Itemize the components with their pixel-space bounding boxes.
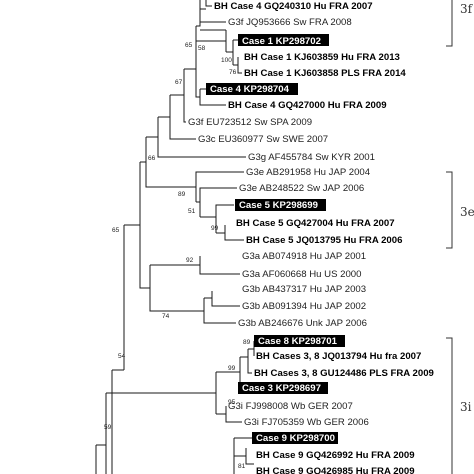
taxon-label: G3a AF060668 Hu US 2000 [242, 269, 361, 280]
bootstrap-value: 58 [198, 45, 206, 52]
bootstrap-value: 99 [211, 225, 219, 232]
taxon-label: BH Cases 3, 8 GU124486 PLS FRA 2009 [254, 368, 434, 379]
taxon-label-highlight: Case 9 KP298700 [256, 433, 335, 444]
bracket-3i [446, 337, 453, 474]
bootstrap-value: 100 [221, 57, 232, 64]
bootstrap-value: 66 [148, 155, 156, 162]
taxon-label: BH Case 9 GQ426992 Hu FRA 2009 [256, 450, 415, 461]
taxon-label-highlight: Case 1 KP298702 [242, 36, 321, 47]
bootstrap-values: 58 65 100 76 67 66 89 51 99 65 92 74 89 … [104, 42, 251, 470]
taxon-label-highlight: Case 5 KP298699 [239, 200, 318, 211]
bootstrap-value: 74 [162, 313, 170, 320]
taxon-label-highlight: Case 4 KP298704 [210, 84, 290, 95]
taxon-labels: BH Case 4 GQ240310 Hu FRA 2007 G3f JQ953… [188, 1, 434, 474]
group-label-3i: 3i [460, 400, 472, 414]
taxon-label: G3i FJ998008 Wb GER 2007 [228, 401, 353, 412]
bootstrap-value: 92 [186, 257, 194, 264]
bootstrap-value: 59 [104, 424, 112, 431]
taxon-label: G3i FJ705359 Wb GER 2006 [244, 417, 369, 428]
taxon-label: BH Case 5 JQ013795 Hu FRA 2006 [246, 235, 402, 246]
taxon-label: G3e AB291958 Hu JAP 2004 [246, 167, 371, 178]
taxon-label: BH Case 4 GQ240310 Hu FRA 2007 [214, 1, 373, 12]
taxon-label: G3c EU360977 Sw SWE 2007 [198, 134, 328, 145]
taxon-label: G3b AB091394 Hu JAP 2002 [242, 301, 366, 312]
bootstrap-value: 67 [175, 79, 183, 86]
taxon-label: BH Cases 3, 8 JQ013794 Hu fra 2007 [256, 351, 421, 362]
group-brackets [446, 0, 453, 474]
bootstrap-value: 76 [229, 69, 237, 76]
bootstrap-value: 65 [185, 42, 193, 49]
bracket-3e [446, 171, 453, 249]
taxon-label: G3f EU723512 Sw SPA 2009 [188, 117, 312, 128]
highlight-boxes [206, 34, 345, 444]
taxon-label: BH Case 1 KJ603858 PLS FRA 2014 [244, 68, 406, 79]
bootstrap-value: 95 [228, 399, 236, 406]
taxon-label-highlight: Case 8 KP298701 [258, 336, 338, 347]
taxon-label: G3b AB437317 Hu JAP 2003 [242, 284, 366, 295]
bootstrap-value: 65 [112, 227, 120, 234]
taxon-label: BH Case 4 GQ427000 Hu FRA 2009 [228, 100, 387, 111]
taxon-label: BH Case 5 GQ427004 Hu FRA 2007 [236, 218, 395, 229]
taxon-label: G3b AB246676 Unk JAP 2006 [238, 318, 367, 329]
bootstrap-value: 51 [188, 208, 196, 215]
bootstrap-value: 89 [178, 191, 186, 198]
bootstrap-value: 89 [243, 339, 251, 346]
bootstrap-value: 99 [228, 365, 236, 372]
bootstrap-value: 54 [118, 353, 126, 360]
taxon-label: BH Case 9 GQ426985 Hu FRA 2009 [256, 466, 415, 474]
taxon-label-highlight: Case 3 KP298697 [242, 383, 321, 394]
group-label-3e: 3e [460, 205, 474, 219]
taxon-label: G3a AB074918 Hu JAP 2001 [242, 251, 366, 262]
bracket-3f [446, 0, 453, 47]
group-label-3f: 3f [460, 2, 474, 16]
taxon-label: G3f JQ953666 Sw FRA 2008 [228, 17, 352, 28]
taxon-label: G3g AF455784 Sw KYR 2001 [248, 152, 375, 163]
taxon-label: BH Case 1 KJ603859 Hu FRA 2013 [244, 52, 400, 63]
bootstrap-value: 81 [238, 463, 246, 470]
taxon-label: G3e AB248522 Sw JAP 2006 [239, 183, 364, 194]
